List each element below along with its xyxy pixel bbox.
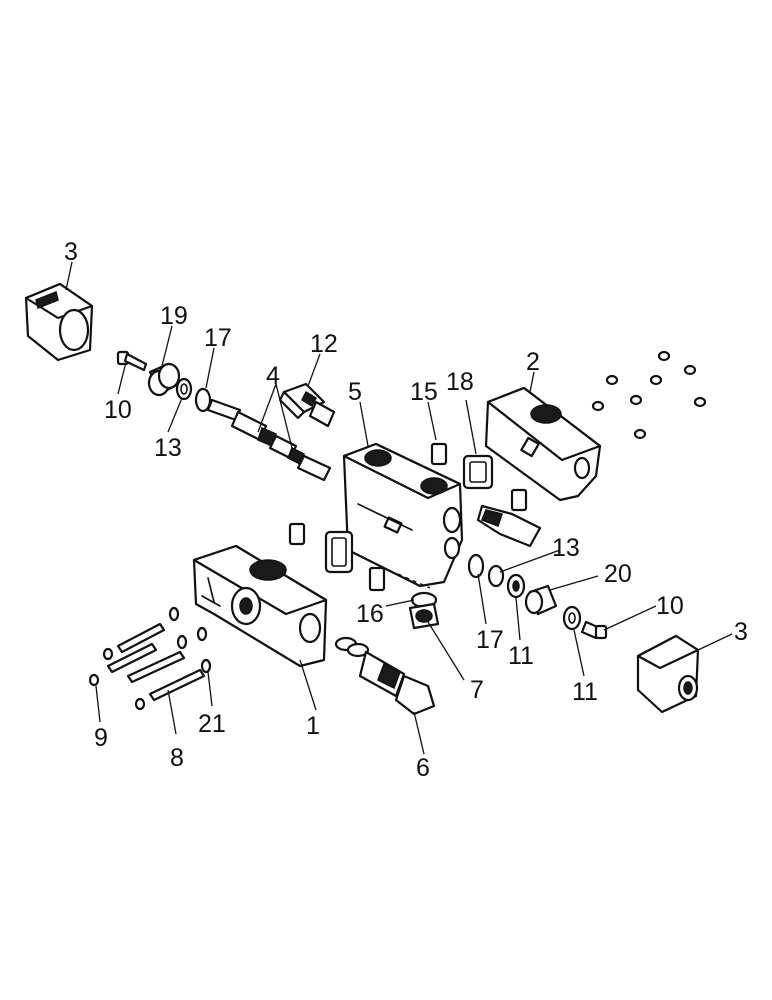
outlet-section [484,386,602,502]
callout-10-right: 10 [656,592,684,620]
sleeve [147,362,181,397]
cartridge [278,382,336,428]
nuts-upper-right [591,350,707,440]
callout-17-bottom: 17 [476,626,504,654]
callout-12: 12 [310,330,338,358]
callout-11-upper: 11 [508,642,534,670]
seal-15 [430,442,448,466]
sleeve-20 [524,584,558,616]
check-valve [334,636,436,716]
callout-17-top: 17 [204,324,232,352]
callout-2: 2 [526,348,540,376]
bolt-right [580,620,608,640]
callout-5: 5 [348,378,362,406]
callout-21: 21 [198,710,226,738]
plug-right [476,504,542,548]
seal-left-b [324,530,354,574]
leader-lines [65,261,733,755]
callout-20: 20 [604,560,632,588]
callout-4: 4 [266,362,280,390]
callout-15: 15 [410,378,438,406]
callout-13-left: 13 [154,434,182,462]
spool [206,398,332,482]
washer-left [175,377,193,401]
seal-left-c [368,566,386,592]
callout-16: 16 [356,600,384,628]
callout-3-left: 3 [64,238,78,266]
callout-labels: 3 19 17 12 4 10 13 5 15 18 2 13 20 10 3 … [64,238,748,782]
washer-left-hole [180,383,188,395]
callout-10-left: 10 [104,396,132,424]
washer-right [487,564,505,588]
callout-18: 18 [446,368,474,396]
callout-8: 8 [170,744,184,772]
seal-left-a [288,522,306,546]
callout-19: 19 [160,302,188,330]
bushing-11 [506,573,526,599]
valve-section [342,442,464,588]
plug-7 [408,602,440,630]
end-cover-left [24,282,94,362]
callout-6: 6 [416,754,430,782]
callout-13-right: 13 [552,534,580,562]
bushing-11-lower [562,605,582,631]
seal-small-right [510,488,528,512]
bolt-left [116,350,148,372]
callout-3-right: 3 [734,618,748,646]
callout-7: 7 [470,676,484,704]
end-cover-right [636,634,700,714]
dashed-guide-5 [397,573,431,589]
callout-1: 1 [306,712,320,740]
callout-11-lower: 11 [572,678,598,706]
inlet-section [192,544,328,668]
seal-18 [462,454,494,490]
studs [88,606,212,711]
o-ring-left [194,387,212,413]
o-ring-right [467,553,485,579]
callout-9: 9 [94,724,108,752]
